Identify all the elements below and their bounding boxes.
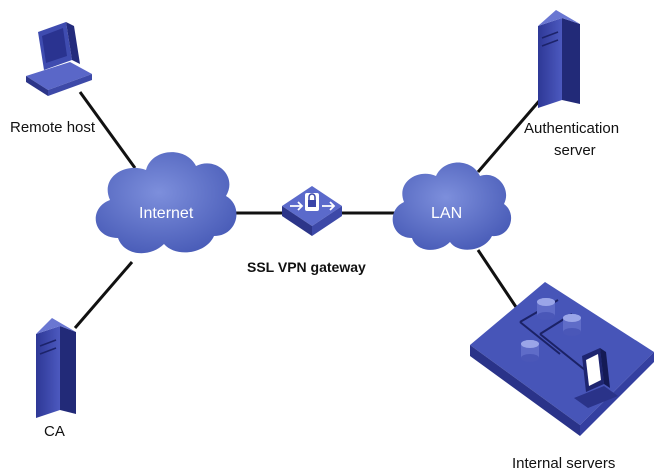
- database-icon: [563, 314, 581, 336]
- ca-server-icon: [36, 318, 76, 418]
- database-icon: [537, 298, 555, 320]
- workstation-icon: [574, 348, 618, 408]
- link-lan-internal-servers: [476, 249, 524, 317]
- lan-cloud: [392, 162, 512, 250]
- ca-label: CA: [44, 423, 65, 440]
- authentication-server-icon: [538, 10, 580, 108]
- link-ca-internet: [73, 261, 134, 329]
- links: [73, 91, 542, 329]
- lan-label: LAN: [431, 205, 462, 222]
- internet-cloud: [95, 152, 237, 254]
- internal-servers-icon: [470, 282, 654, 436]
- authentication-server-label-line2: server: [554, 142, 596, 159]
- internet-label: Internet: [139, 205, 194, 222]
- internal-servers-label: Internal servers: [512, 455, 615, 472]
- remote-host-label: Remote host: [10, 119, 96, 136]
- remote-host-icon: [26, 22, 92, 96]
- database-icon: [521, 340, 539, 362]
- ssl-vpn-gateway-icon: [282, 186, 342, 236]
- link-remote-host-internet: [78, 91, 137, 169]
- ssl-vpn-gateway-label: SSL VPN gateway: [247, 259, 366, 275]
- link-lan-auth-server: [476, 99, 542, 173]
- authentication-server-label-line1: Authentication: [524, 120, 619, 137]
